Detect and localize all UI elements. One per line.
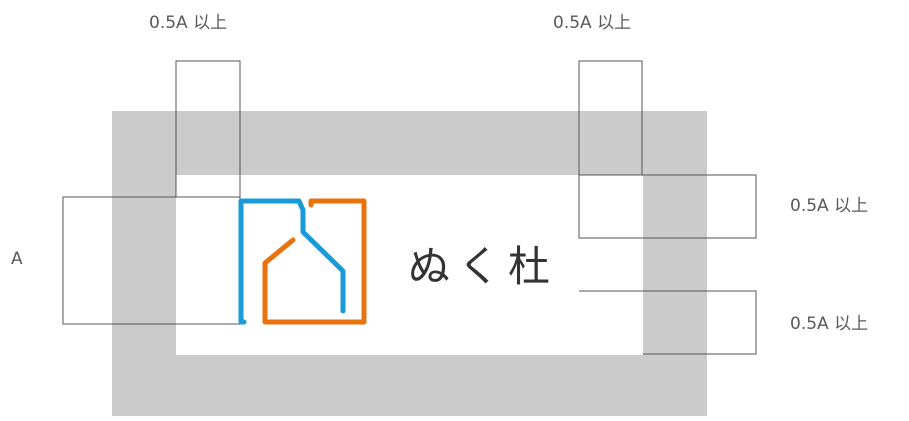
guide-right-upper <box>578 174 757 239</box>
label-right-lower: 0.5A 以上 <box>790 314 869 334</box>
label-top-left: 0.5A 以上 <box>149 13 228 33</box>
logo-wordmark: ぬく杜 <box>408 242 559 291</box>
guide-lines <box>62 60 757 355</box>
guide-right-lower <box>579 290 757 355</box>
label-height-a: A <box>11 249 23 269</box>
label-right-upper: 0.5A 以上 <box>790 196 869 216</box>
logo-area <box>176 175 643 355</box>
logo-mark-orange-stroke <box>262 198 367 325</box>
logo-mark-icon <box>238 198 367 325</box>
label-top-right: 0.5A 以上 <box>553 13 632 33</box>
logo-mark-blue-stroke <box>238 198 346 325</box>
